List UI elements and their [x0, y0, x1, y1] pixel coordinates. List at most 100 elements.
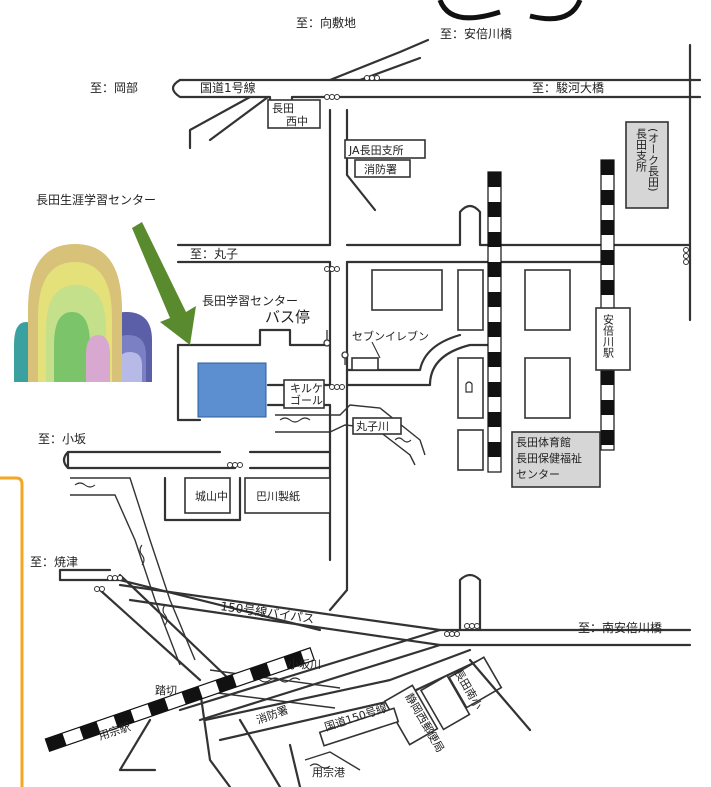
dir-mariko: 至：丸子: [190, 247, 238, 261]
nagata-nishi-naka-box: [267, 99, 321, 129]
marikogawa: 丸子川: [356, 420, 389, 433]
block-2: [457, 269, 484, 331]
bypass-north-spur: [458, 573, 482, 632]
route1-road-top-left: [178, 38, 430, 82]
signal-markers: [94, 75, 689, 637]
block-3: [524, 269, 571, 331]
bus-road-top: [176, 328, 332, 347]
kosaka-wave-2: [162, 604, 168, 626]
target-building: [197, 362, 267, 418]
port-wave: [309, 763, 331, 769]
east-road-top: [345, 204, 602, 247]
gym-2: 長田保健福祉: [516, 451, 582, 465]
seven-eleven-box: [351, 357, 379, 371]
orange-frame: [0, 476, 24, 787]
se-road-2: [345, 333, 462, 372]
kosaka-river-s1: [209, 669, 341, 689]
dir-yaizu: 至：焼津: [30, 555, 78, 569]
bus-road-w: [176, 343, 202, 422]
nagata-branch-box: [625, 121, 669, 209]
kosaka-road-1: [62, 450, 237, 470]
nagata-nishi-naka-1: 長田: [272, 102, 294, 115]
kosaka-road-2: [66, 450, 222, 470]
arrow-icon: [132, 222, 196, 345]
bypass-to-route150: [198, 643, 442, 722]
ja-branch-box: [344, 139, 426, 159]
se-diag-road: [468, 658, 532, 732]
gym-box: [511, 431, 601, 488]
seven-eleven: セブンイレブン: [352, 329, 429, 343]
dir-okabe: 至：岡部: [90, 80, 138, 95]
kosaka-wave-3: [74, 482, 96, 488]
nagata-nishi-naka-2: 西中: [286, 115, 308, 128]
route150-road-1: [203, 648, 472, 722]
kirkegaard-box: [283, 379, 325, 409]
kosaka-river-2: [70, 494, 181, 666]
kirkegaard-2: ゴール: [290, 393, 323, 407]
port-line: [304, 751, 361, 771]
nagata-logo-icon: [14, 244, 152, 382]
tomoegawa-box: [244, 477, 331, 514]
road-bypass150: 150号線バイパス: [220, 598, 316, 626]
block-6: [457, 429, 484, 471]
gym-3: センター: [516, 468, 560, 481]
bus-stop-label-2: バス停: [265, 308, 310, 326]
dir-abekawa-bashi: 至：安倍川橋: [440, 26, 512, 41]
se-road-1: [345, 343, 502, 387]
post-box-2: [419, 674, 471, 731]
marikogawa-box: [352, 417, 402, 435]
ja-branch: JA長田支所: [348, 144, 404, 157]
central-road-e: [345, 108, 377, 212]
shrine-icon: [465, 381, 473, 393]
yaizu-road-2: [58, 568, 112, 582]
river-wave-2: [394, 437, 412, 443]
mochimune-port: 用宗港: [312, 765, 345, 779]
railway-center: [487, 171, 502, 473]
block-1: [371, 269, 443, 311]
fumikiri: 踏切: [155, 683, 177, 697]
school-road: [163, 476, 242, 522]
mariko-river-top: [275, 404, 426, 456]
top-arc-right: [529, 0, 583, 22]
south-road-2: [238, 718, 282, 787]
diag-road-nw: [188, 95, 252, 150]
nagata-branch-1: 長田支所: [635, 128, 648, 173]
kosaka-river-s2: [209, 691, 336, 709]
south-road-3: [288, 743, 302, 787]
south-road-1: [198, 688, 232, 787]
kosaka-river-1: [70, 477, 196, 661]
railway-east: [600, 159, 615, 451]
yaizu-road-4: [118, 573, 232, 682]
fire-station-box: [354, 159, 411, 178]
bypass-to-route150-2: [178, 628, 442, 712]
gym-1: 長田体育館: [516, 435, 571, 449]
kirkegaard-1: キルケ: [290, 382, 323, 395]
diag-road-nw2: [208, 95, 270, 142]
yaizu-road-3: [98, 588, 202, 682]
road-route1: 国道1号線: [200, 80, 256, 95]
dir-mukoshikiji: 至：向敷地: [296, 15, 356, 30]
bus-stop-label-1: 長田学習センター: [202, 293, 298, 308]
kosakagawa: 小坂川: [288, 658, 321, 671]
dir-kosaka: 至：小坂: [38, 432, 86, 446]
route150-label-box: [318, 707, 400, 747]
center-road-2e: [328, 260, 349, 612]
abekawa-station-box: [595, 307, 631, 371]
bus-stop-pin: [323, 339, 331, 347]
fire-station: 消防署: [364, 162, 397, 176]
nagata-minami-box: [448, 656, 503, 709]
block-4: [524, 357, 571, 419]
top-arc-left: [437, 0, 501, 21]
callout-title: 長田生涯学習センター: [36, 192, 156, 207]
post-box-1: [383, 684, 439, 746]
river-wave-1: [279, 417, 311, 423]
dir-minami-abekawa: 至：南安倍川橋: [578, 620, 662, 635]
shiroyama-box: [184, 477, 231, 514]
south-road-4: [118, 718, 157, 772]
railway-south: [44, 647, 316, 753]
dir-surugaohashi: 至：駿河大橋: [532, 81, 604, 95]
seven-leader: [371, 341, 381, 359]
nagata-branch-2: (オーク長田): [647, 128, 660, 192]
abekawa-station: 安倍川駅: [602, 313, 615, 359]
